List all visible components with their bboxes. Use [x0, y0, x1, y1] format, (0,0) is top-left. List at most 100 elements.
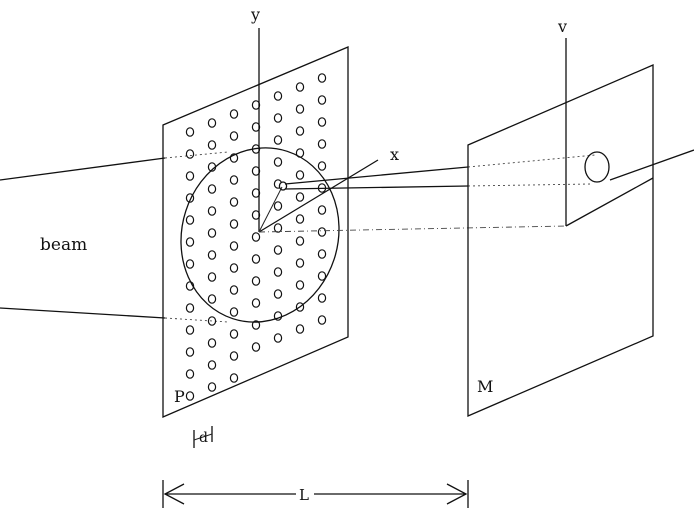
hole	[273, 333, 283, 343]
hole	[207, 206, 217, 216]
x-axis	[258, 159, 379, 233]
hole	[273, 135, 283, 145]
hole	[273, 113, 283, 123]
hole	[251, 254, 261, 264]
screen-m-label: M	[477, 377, 493, 396]
x-axis-label: x	[390, 145, 399, 164]
spacing-d-label: d	[199, 430, 208, 446]
hole	[185, 215, 195, 225]
hole	[229, 241, 239, 251]
hole	[295, 104, 305, 114]
hole	[207, 228, 217, 238]
hole	[273, 91, 283, 101]
hole	[273, 201, 283, 211]
hole	[229, 175, 239, 185]
hole	[207, 294, 217, 304]
distance-l-label: L	[299, 486, 309, 504]
hole	[317, 117, 327, 127]
beam-lower-dotted	[164, 317, 229, 323]
hole	[273, 157, 283, 167]
plate-p-label: P	[174, 387, 185, 406]
radius-line	[258, 186, 283, 233]
hole	[185, 149, 195, 159]
ray-upper	[284, 166, 469, 185]
hole	[229, 109, 239, 119]
hole	[185, 127, 195, 137]
hole	[207, 338, 217, 348]
hole	[295, 170, 305, 180]
hole	[207, 316, 217, 326]
hole	[295, 82, 305, 92]
hole	[317, 227, 327, 237]
hole	[251, 320, 261, 330]
hole	[317, 271, 327, 281]
hole	[207, 382, 217, 392]
hole	[229, 131, 239, 141]
hole	[229, 351, 239, 361]
hole	[207, 250, 217, 260]
hole	[185, 193, 195, 203]
beam-label: beam	[40, 235, 87, 255]
hole	[317, 73, 327, 83]
hole	[185, 325, 195, 335]
hole	[295, 192, 305, 202]
hole	[317, 161, 327, 171]
v-axis-baseline	[565, 177, 654, 227]
distance-arrow-right	[446, 483, 468, 505]
hole	[251, 232, 261, 242]
spacing-bar	[193, 433, 213, 441]
distance-arrow-left	[163, 483, 185, 505]
hole	[229, 197, 239, 207]
hole	[207, 118, 217, 128]
ray-upper-dotted	[467, 154, 596, 168]
image-spot	[584, 151, 610, 183]
hole	[185, 303, 195, 313]
hole	[185, 171, 195, 181]
hole	[229, 285, 239, 295]
hole	[251, 298, 261, 308]
hole	[229, 373, 239, 383]
screen-m-outline	[467, 64, 654, 417]
y-axis-label: y	[250, 5, 260, 24]
hole	[295, 236, 305, 246]
hole	[317, 315, 327, 325]
ray-continuation	[609, 149, 694, 181]
hole	[229, 307, 239, 317]
hole	[185, 259, 195, 269]
hole	[317, 95, 327, 105]
hole	[295, 258, 305, 268]
hole	[229, 219, 239, 229]
beam-upper-dotted	[164, 151, 229, 159]
hole	[273, 267, 283, 277]
hole	[251, 342, 261, 352]
hole	[273, 245, 283, 255]
hole	[229, 329, 239, 339]
distance-label-bg	[296, 484, 314, 504]
hole	[251, 276, 261, 286]
optical-axis-dashdot	[258, 225, 567, 233]
hole	[295, 148, 305, 158]
v-axis-label: v	[557, 17, 567, 36]
hole	[295, 302, 305, 312]
hole	[185, 391, 195, 401]
hole	[207, 140, 217, 150]
hole	[185, 281, 195, 291]
hole	[295, 214, 305, 224]
hole	[185, 347, 195, 357]
beam-upper-line	[0, 157, 166, 181]
hole	[273, 223, 283, 233]
hole	[317, 293, 327, 303]
hole	[229, 263, 239, 273]
hole	[317, 249, 327, 259]
hole	[317, 139, 327, 149]
hole	[207, 272, 217, 282]
hole	[207, 162, 217, 172]
hole	[273, 289, 283, 299]
plate-p-outline	[162, 46, 349, 418]
hole	[207, 184, 217, 194]
hole	[273, 311, 283, 321]
hole	[295, 324, 305, 334]
ray-lower	[284, 185, 469, 190]
ray-lower-dotted	[467, 183, 591, 187]
